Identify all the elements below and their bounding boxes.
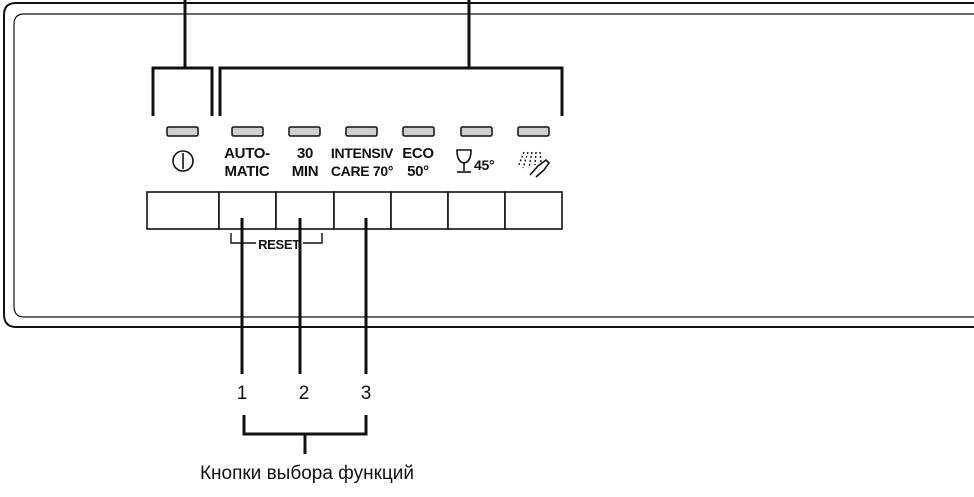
label-automatic-line2: MATIC bbox=[225, 163, 270, 180]
button-30min[interactable] bbox=[275, 191, 335, 230]
callout-number-3: 3 bbox=[361, 383, 372, 404]
top-bracket-programs bbox=[218, 0, 564, 116]
reset-label: RESET bbox=[258, 237, 300, 252]
wine-glass-icon bbox=[456, 149, 472, 173]
indicator-light-intensiv bbox=[345, 126, 378, 137]
label-30min-line2: MIN bbox=[292, 163, 319, 180]
panel-frame bbox=[3, 2, 974, 328]
indicator-light-power bbox=[166, 126, 199, 137]
label-glass-temp: 45° bbox=[474, 157, 494, 173]
button-power[interactable] bbox=[146, 191, 220, 230]
callout-lines bbox=[240, 218, 368, 374]
indicator-light-eco bbox=[402, 126, 435, 137]
label-intensiv-line1: INTENSIV bbox=[331, 145, 394, 161]
label-eco-line1: ECO bbox=[402, 145, 434, 162]
label-30min-line1: 30 bbox=[297, 145, 313, 162]
water-spray-icon bbox=[517, 151, 551, 178]
button-glass[interactable] bbox=[447, 191, 506, 230]
indicator-light-rinse bbox=[517, 126, 550, 137]
callout-number-2: 2 bbox=[299, 383, 310, 404]
button-rinse[interactable] bbox=[504, 191, 563, 230]
indicator-light-automatic bbox=[231, 126, 264, 137]
function-buttons-caption: Кнопки выбора функций bbox=[200, 463, 414, 484]
bottom-bracket bbox=[242, 415, 368, 454]
top-bracket-power bbox=[151, 0, 214, 116]
indicator-light-30min bbox=[288, 126, 321, 137]
label-intensiv-line2: CARE 70° bbox=[331, 163, 393, 179]
indicator-light-glass bbox=[460, 126, 493, 137]
callout-number-1: 1 bbox=[237, 383, 248, 404]
button-eco[interactable] bbox=[390, 191, 449, 230]
indicator-lights bbox=[166, 126, 550, 137]
label-automatic-line1: AUTO- bbox=[224, 145, 270, 162]
button-automatic[interactable] bbox=[218, 191, 277, 230]
reset-bracket bbox=[230, 233, 323, 244]
button-row bbox=[146, 191, 563, 230]
button-intensiv[interactable] bbox=[333, 191, 392, 230]
power-icon bbox=[172, 150, 194, 172]
label-eco-line2: 50° bbox=[407, 163, 429, 180]
